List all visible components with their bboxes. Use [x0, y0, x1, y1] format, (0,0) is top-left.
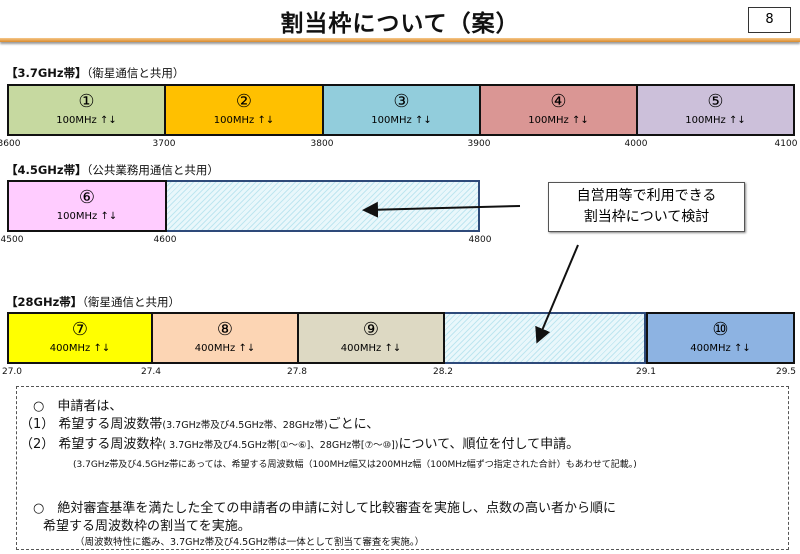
band-label-3.7ghz: 【3.7GHz帯】（衛星通信と共用）	[6, 65, 184, 81]
block-bandwidth: 100MHz ↑↓	[56, 115, 117, 126]
frequency-tick-label: 28.2	[432, 367, 454, 377]
note-text: ( 3.7GHz帯及び4.5GHz帯[①～⑥]、28GHz帯[⑦～⑩])	[162, 440, 399, 451]
block-number: ⑩	[712, 319, 729, 340]
frequency-block: ⑨ 400MHz ↑↓	[297, 312, 445, 364]
block-number: ②	[235, 91, 253, 112]
band-label-4.5ghz: 【4.5GHz帯】（公共業務用通信と共用）	[6, 162, 219, 178]
band-name: 【28GHz帯】	[6, 295, 83, 309]
frequency-tick-label: 27.4	[140, 367, 162, 377]
block-number: ⑤	[707, 91, 724, 112]
frequency-block: ⑩ 400MHz ↑↓	[646, 312, 795, 364]
block-number: ③	[393, 91, 410, 112]
note-line: 希望する周波数枠の割当てを実施。	[43, 519, 251, 534]
block-bandwidth: 400MHz ↑↓	[49, 343, 111, 354]
frequency-tick-label: 4600	[153, 235, 177, 245]
block-bandwidth: 100MHz ↑↓	[685, 115, 746, 126]
block-bandwidth: 400MHz ↑↓	[690, 343, 751, 354]
block-number: ⑦	[71, 319, 89, 340]
frequency-tick-label: 4800	[468, 235, 492, 245]
frequency-block: ② 100MHz ↑↓	[164, 84, 324, 136]
band-label-28ghz: 【28GHz帯】（衛星通信と共用）	[6, 294, 180, 310]
block-bandwidth: 400MHz ↑↓	[340, 343, 402, 354]
block-number: ④	[550, 91, 567, 112]
block-bandwidth: 100MHz ↑↓	[371, 115, 432, 126]
block-number: ⑨	[362, 319, 380, 340]
block-bandwidth: 400MHz ↑↓	[194, 343, 256, 354]
note-line: （1） 希望する周波数帯(3.7GHz帯及び4.5GHz帯、28GHz帯)ごとに…	[20, 413, 379, 432]
note-line: (3.7GHz帯及び4.5GHz帯にあっては、希望する周波数幅（100MHz幅又…	[73, 460, 637, 470]
block-bandwidth: 100MHz ↑↓	[528, 115, 589, 126]
page-number: 8	[748, 7, 791, 33]
block-bandwidth: 100MHz ↑↓	[213, 115, 275, 126]
page-title: 割当枠について（案）	[280, 11, 520, 37]
frequency-tick-label: 3700	[152, 139, 176, 149]
note-text: （1） 希望する周波数帯	[20, 417, 163, 432]
block-bandwidth: 100MHz ↑↓	[56, 211, 118, 222]
arrow-to-28ghz	[535, 244, 579, 344]
note-line: ○ 申請者は、	[33, 399, 123, 414]
frequency-tick-label: 3900	[467, 139, 491, 149]
frequency-tick-label: 4100	[774, 139, 798, 149]
frequency-block: ⑥ 100MHz ↑↓	[7, 180, 167, 232]
frequency-tick-label: 27.0	[1, 367, 23, 377]
band-note: （衛星通信と共用）	[86, 66, 185, 80]
frequency-tick-label: 3600	[0, 139, 21, 149]
callout-box: 自営用等で利用できる 割当枠について検討	[548, 182, 745, 232]
frequency-block: ⑦ 400MHz ↑↓	[7, 312, 153, 364]
frequency-tick-label: 4500	[0, 235, 24, 245]
note-text: （2） 希望する周波数枠	[20, 437, 163, 452]
note-line: （2） 希望する周波数枠( 3.7GHz帯及び4.5GHz帯[①～⑥]、28GH…	[20, 433, 579, 452]
frequency-block: ③ 100MHz ↑↓	[322, 84, 481, 136]
block-number: ⑥	[78, 187, 96, 208]
block-number: ①	[78, 91, 95, 112]
frequency-block: ④ 100MHz ↑↓	[479, 84, 638, 136]
notes-box: ○ 申請者は、 （1） 希望する周波数帯(3.7GHz帯及び4.5GHz帯、28…	[16, 386, 789, 550]
frequency-tick-label: 29.5	[775, 367, 797, 377]
title-divider	[0, 38, 800, 42]
band-note: （衛星通信と共用）	[82, 295, 181, 309]
callout-line: 割当枠について検討	[583, 209, 710, 225]
note-text: ごとに、	[327, 417, 380, 432]
frequency-block: ⑤ 100MHz ↑↓	[636, 84, 795, 136]
band-name: 【4.5GHz帯】	[6, 163, 87, 177]
callout-line: 自営用等で利用できる	[576, 188, 717, 204]
note-line: ○ 絶対審査基準を満たした全ての申請者の申請に対して比較審査を実施し、点数の高い…	[33, 501, 616, 516]
frequency-tick-label: 27.8	[286, 367, 308, 377]
frequency-tick-label: 29.1	[635, 367, 657, 377]
note-line: （周波数特性に鑑み、3.7GHz帯及び4.5GHz帯は一体として割当て審査を実施…	[75, 537, 425, 548]
frequency-tick-label: 3800	[310, 139, 334, 149]
frequency-tick-label: 4000	[624, 139, 648, 149]
band-name: 【3.7GHz帯】	[6, 66, 87, 80]
band-note: （公共業務用通信と共用）	[86, 163, 219, 177]
note-text: (3.7GHz帯及び4.5GHz帯、28GHz帯)	[162, 420, 328, 431]
note-text: について、順位を付して申請。	[398, 437, 580, 452]
frequency-block: ⑧ 400MHz ↑↓	[151, 312, 299, 364]
unallocated-4.5ghz-area	[164, 180, 480, 232]
block-number: ⑧	[216, 319, 234, 340]
arrow-to-4.5ghz	[362, 201, 521, 218]
